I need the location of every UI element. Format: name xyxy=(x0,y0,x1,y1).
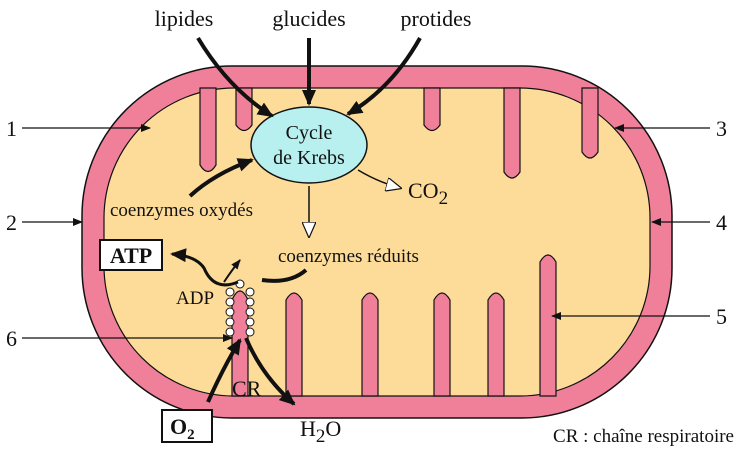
adp-label: ADP xyxy=(176,288,214,309)
h2o-label: H2O xyxy=(300,416,341,447)
leader-lines xyxy=(22,124,710,342)
h2o-arrow xyxy=(244,337,296,406)
o2-label: O2 xyxy=(170,414,195,443)
legend-cr: CR : chaîne respiratoire xyxy=(553,426,734,447)
coenzymes-oxydes-arrow xyxy=(188,158,254,198)
cristae-top xyxy=(199,87,599,179)
atp-label: ATP xyxy=(110,243,152,268)
reduced-to-chain-curve xyxy=(261,268,308,283)
krebs-cycle-ellipse xyxy=(250,106,368,184)
marker-3: 3 xyxy=(716,116,727,141)
respiratory-chain-beads xyxy=(225,279,255,337)
atp-synthesis-arrow xyxy=(170,248,239,287)
label-protides: protides xyxy=(401,6,472,31)
atp-box xyxy=(99,239,163,271)
marker-5: 5 xyxy=(716,304,727,329)
input-arrows xyxy=(196,36,422,118)
label-glucides: glucides xyxy=(272,6,345,31)
marker-1: 1 xyxy=(6,116,17,141)
marker-6: 6 xyxy=(6,326,17,351)
o2-box xyxy=(161,409,213,443)
cristae-bottom xyxy=(231,254,557,397)
label-lipides: lipides xyxy=(155,6,214,31)
coenzymes-oxydes-label: coenzymes oxydés xyxy=(110,200,253,221)
marker-2: 2 xyxy=(6,210,17,235)
krebs-line2: de Krebs xyxy=(273,147,345,169)
adp-arrow xyxy=(223,259,241,283)
coenzymes-reduits-label: coenzymes réduits xyxy=(278,246,419,267)
o2-arrow xyxy=(206,338,242,403)
marker-4: 4 xyxy=(716,210,727,235)
co2-arrow xyxy=(357,169,400,188)
krebs-line1: Cycle xyxy=(286,122,333,144)
co2-label: CO2 xyxy=(408,178,448,209)
cr-label: CR xyxy=(232,376,262,401)
